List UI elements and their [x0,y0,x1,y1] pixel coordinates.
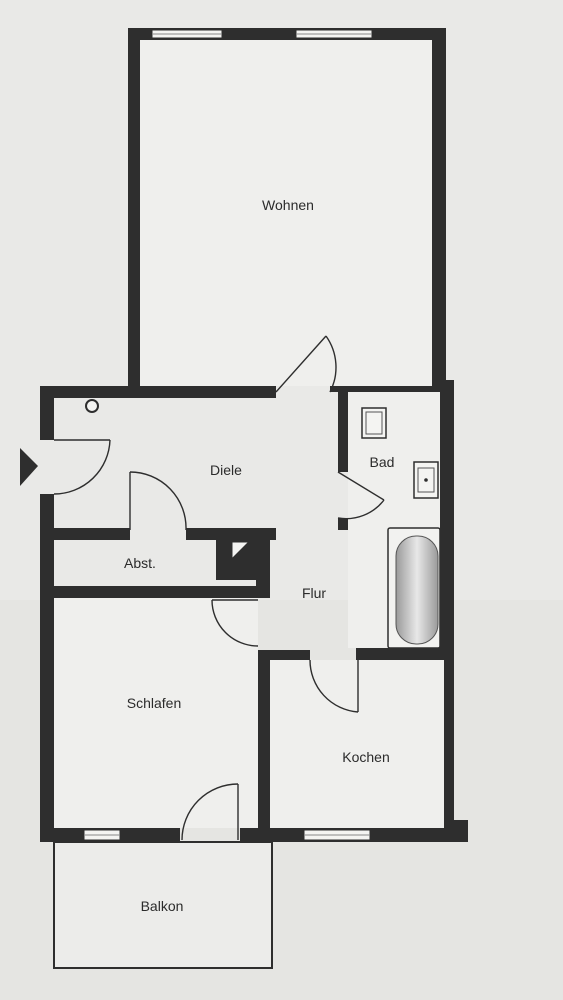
bath-fixtures [361,407,441,649]
outer-left-wall-top [40,392,54,440]
bad-left-wall-upper [338,392,348,472]
door-abst [129,471,187,531]
door-kochen [309,659,359,713]
kochen-fill [270,660,444,828]
door-balkon [181,783,239,841]
room-labels: Wohnen Diele Bad Abst. Flur Schlafen Koc… [124,197,394,914]
kochen-top-wall [258,650,310,662]
wohnen-fill [140,40,432,386]
windows [83,29,373,841]
balkon-outline [53,841,273,969]
entrance-arrow-icon [20,448,38,486]
label-flur: Flur [302,585,326,601]
label-bad: Bad [370,454,395,470]
outer-left-wall-mid [40,494,54,840]
bad-bottom-wall [356,648,454,660]
flur-left-wall [256,528,270,598]
diele-abst-wall [40,528,130,540]
door-wohnen [275,335,337,393]
door-schlafen [211,599,259,647]
round-meter-icon [85,399,99,413]
doors [53,335,385,841]
wohnen-left-wall [128,28,140,390]
wohnen-diele-wall-left [40,386,276,398]
label-balkon: Balkon [141,898,184,914]
room-fills [54,40,444,828]
label-schlafen: Schlafen [127,695,181,711]
outer-right-wall-upper [432,28,446,390]
door-entrance [53,439,111,495]
abst-schlafen-wall [40,586,266,598]
label-diele: Diele [210,462,242,478]
label-wohnen: Wohnen [262,197,314,213]
schlafen-fill [54,598,258,828]
schlafen-kochen-wall [258,652,270,830]
label-abst: Abst. [124,555,156,571]
door-bad [337,471,385,520]
label-kochen: Kochen [342,749,389,765]
